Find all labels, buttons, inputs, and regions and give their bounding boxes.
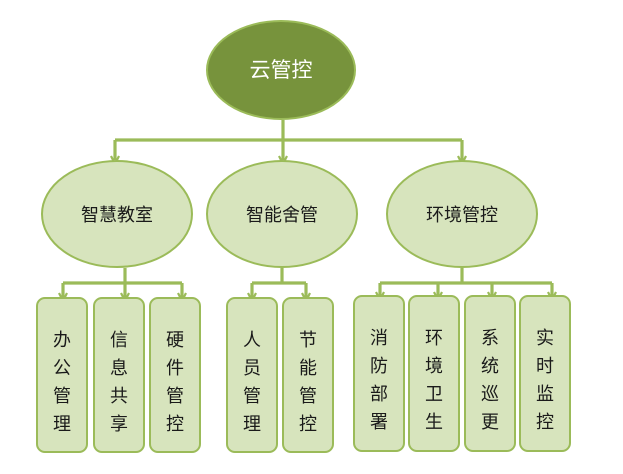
leaf-node-label: 信息共享 bbox=[110, 330, 128, 435]
root-ellipse bbox=[206, 20, 356, 120]
leaf-node-box bbox=[519, 295, 571, 452]
leaf-node-realtime-monitoring: 实时监控 bbox=[519, 295, 571, 452]
group-node-2: 智能舍管 bbox=[206, 160, 358, 268]
leaf-node-box bbox=[282, 297, 334, 453]
leaf-node-label: 环境卫生 bbox=[425, 328, 443, 433]
leaf-node-box bbox=[353, 295, 405, 452]
leaf-node-office-management: 办公管理 bbox=[36, 297, 88, 453]
leaf-node-hardware-control: 硬件管控 bbox=[149, 297, 201, 453]
leaf-node-box bbox=[36, 297, 88, 453]
group-node-label: 环境管控 bbox=[426, 205, 498, 226]
leaf-node-system-patrol: 系统巡更 bbox=[464, 295, 516, 452]
leaf-node-label: 节能管控 bbox=[299, 330, 317, 435]
leaf-node-environment-sanitation: 环境卫生 bbox=[408, 295, 460, 452]
group-node-ellipse bbox=[206, 160, 358, 268]
group-node-ellipse bbox=[386, 160, 538, 268]
leaf-node-label: 硬件管控 bbox=[166, 330, 184, 435]
group-node-label: 智能舍管 bbox=[246, 205, 318, 226]
leaf-node-box bbox=[464, 295, 516, 452]
leaf-node-label: 办公管理 bbox=[53, 330, 71, 435]
leaf-node-label: 消防部署 bbox=[370, 328, 388, 433]
connector-lines bbox=[63, 120, 552, 297]
leaf-node-label: 人员管理 bbox=[243, 330, 261, 435]
leaf-node-fire-deployment: 消防部署 bbox=[353, 295, 405, 452]
leaf-node-box bbox=[149, 297, 201, 453]
root-label: 云管控 bbox=[250, 58, 313, 82]
root-node: 云管控 bbox=[206, 20, 356, 120]
group-node-label: 智慧教室 bbox=[81, 205, 153, 226]
leaf-node-info-sharing: 信息共享 bbox=[93, 297, 145, 453]
group-node-ellipse bbox=[41, 160, 193, 268]
group-node-3: 环境管控 bbox=[386, 160, 538, 268]
leaf-node-box bbox=[93, 297, 145, 453]
leaf-node-energy-control: 节能管控 bbox=[282, 297, 334, 453]
group-node-1: 智慧教室 bbox=[41, 160, 193, 268]
leaf-node-box bbox=[226, 297, 278, 453]
leaf-node-label: 实时监控 bbox=[536, 328, 554, 433]
leaf-node-label: 系统巡更 bbox=[481, 328, 499, 433]
leaf-node-box bbox=[408, 295, 460, 452]
leaf-node-personnel-management: 人员管理 bbox=[226, 297, 278, 453]
